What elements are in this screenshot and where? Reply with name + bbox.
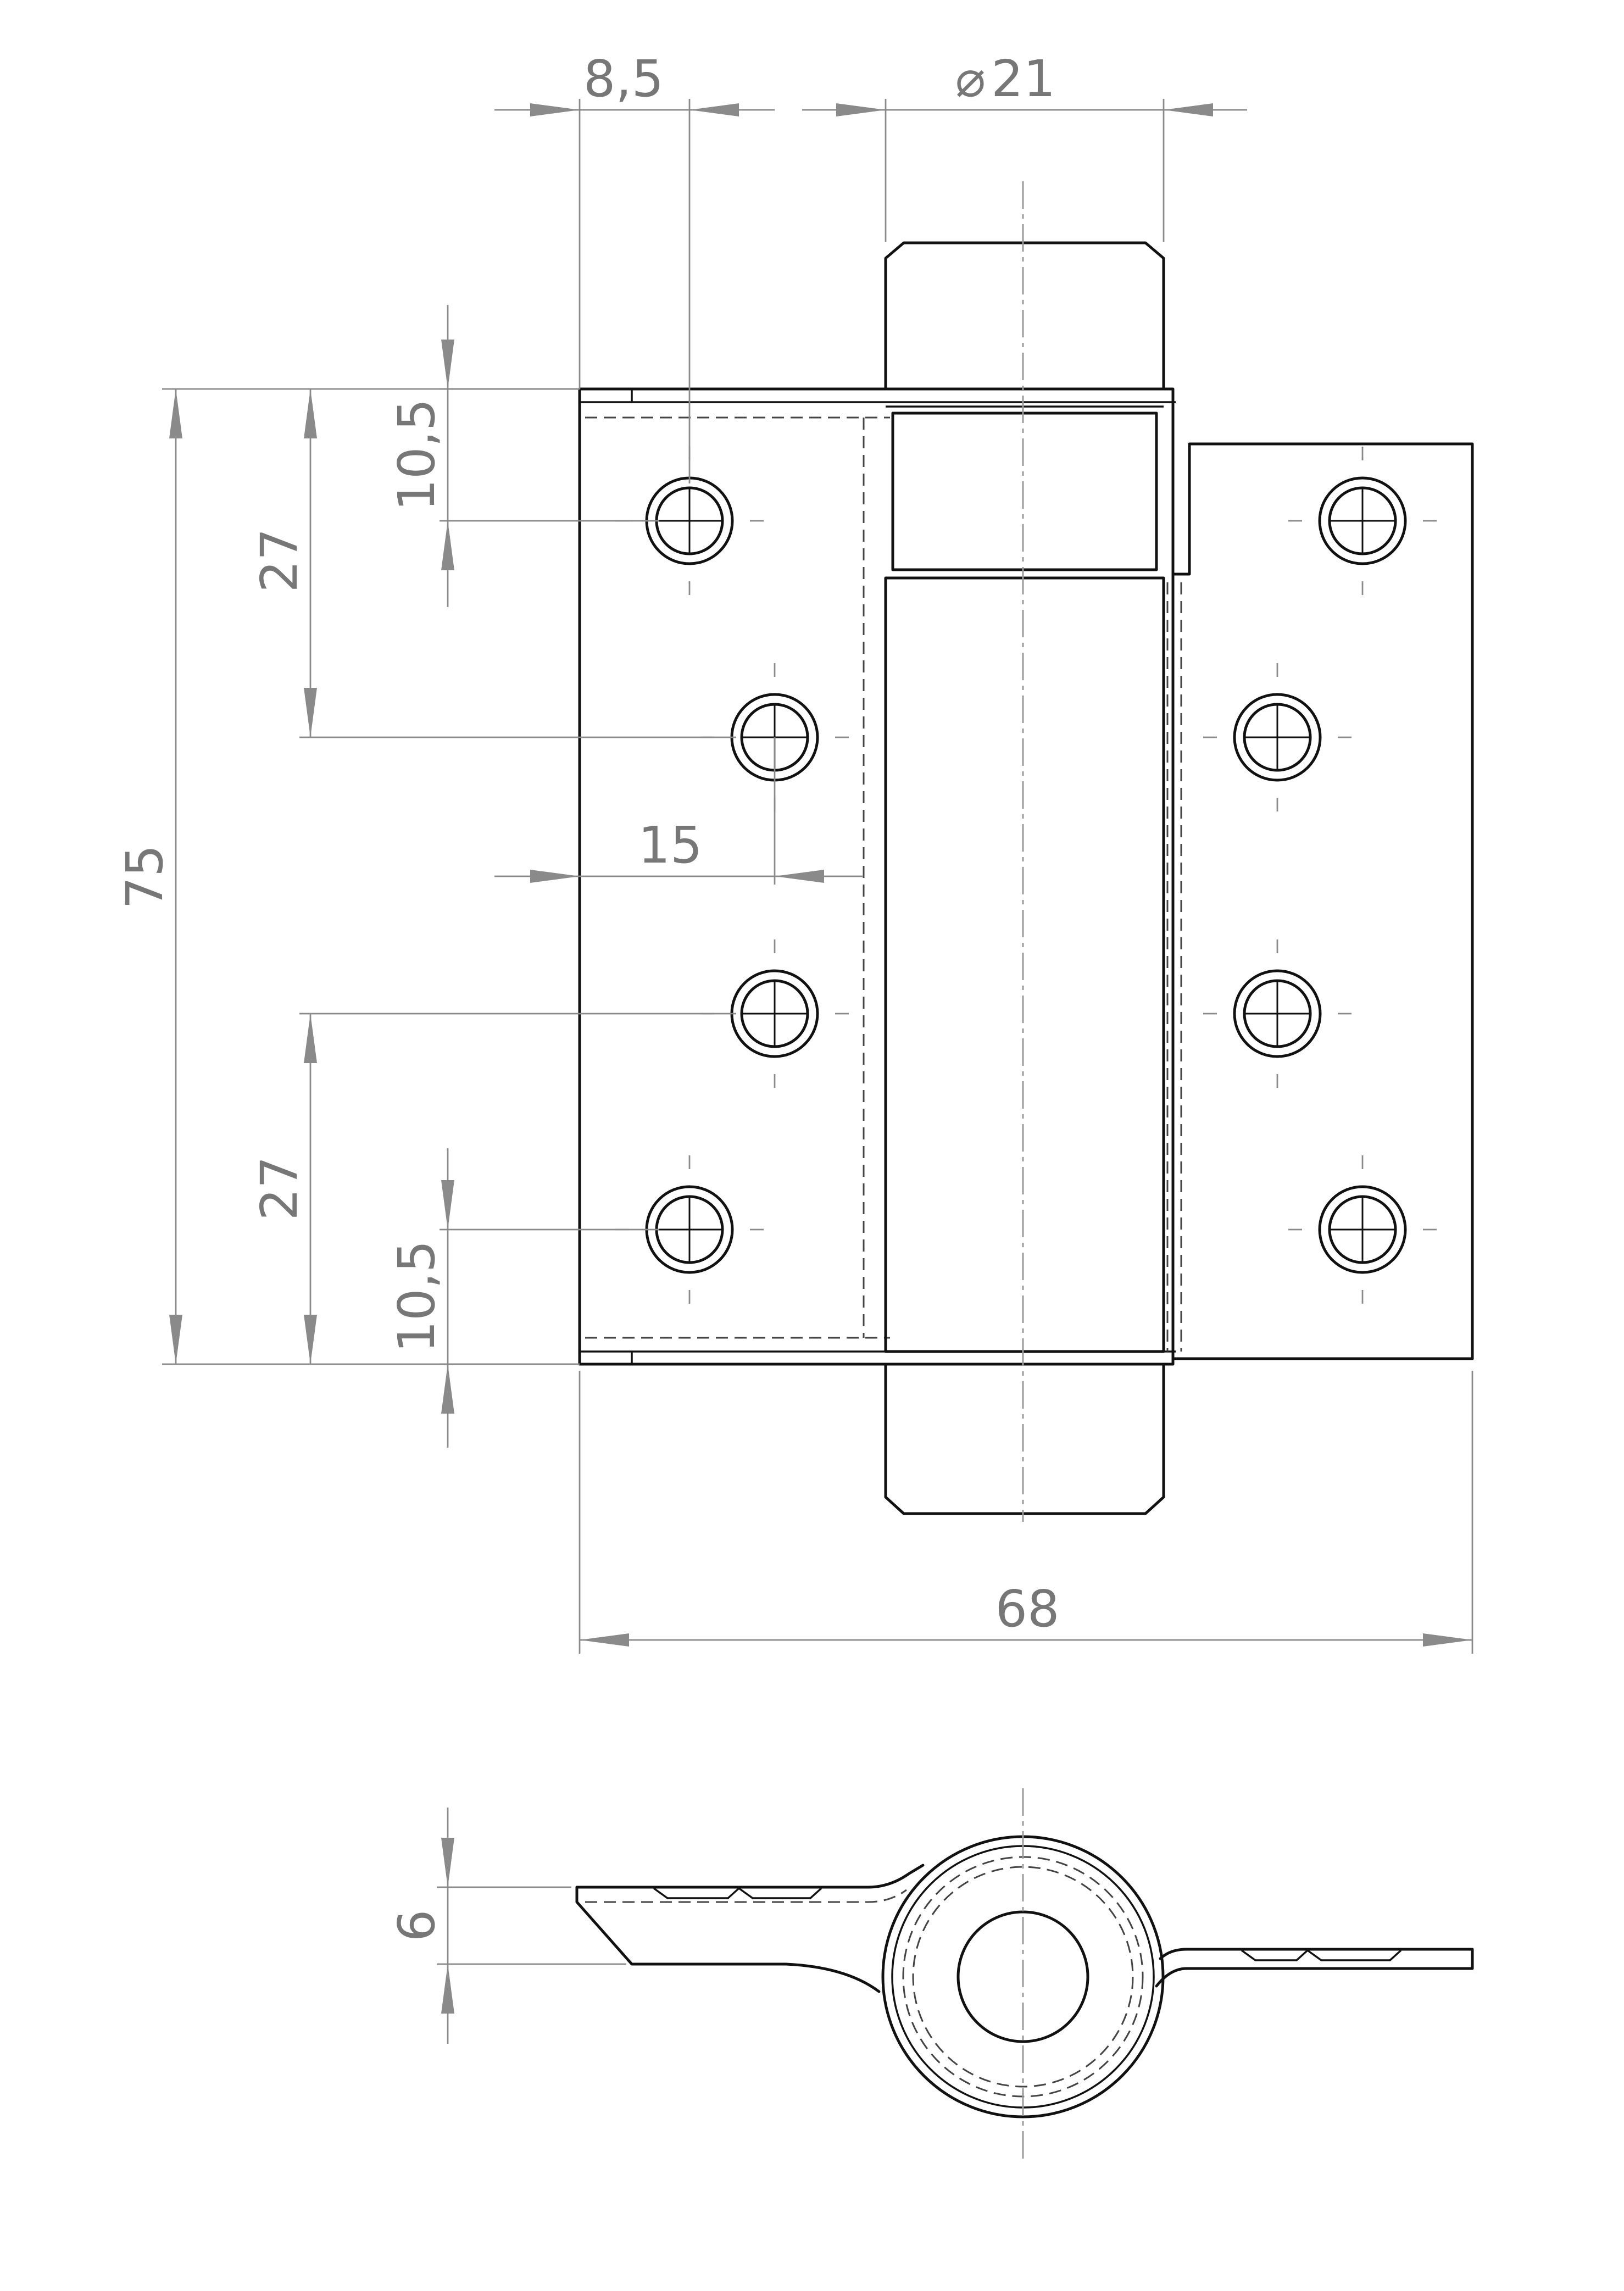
dimension-leaf-height: 75 [115, 388, 580, 1365]
dimension-overall-width: 68 [579, 1371, 1473, 1654]
dimension-top-edge-to-hole: 10,5 [387, 305, 659, 607]
dim-text-6: 6 [387, 1910, 446, 1942]
spring-barrel [884, 181, 1165, 1522]
right-leaf-hole-4 [1288, 1155, 1437, 1304]
dim-text-8-5: 8,5 [583, 49, 664, 108]
right-leaf-hole-3 [1203, 939, 1352, 1088]
dim-text-27-top: 27 [250, 528, 309, 592]
plan-view [575, 1788, 1474, 2159]
diameter-value: 21 [991, 49, 1055, 108]
right-leaf-hole-1 [1288, 447, 1437, 595]
dim-text-27-bottom: 27 [250, 1156, 309, 1220]
dimension-bottom-edge-to-hole: 10,5 [387, 1148, 659, 1448]
dimension-barrel-diameter: ⌀21 [802, 49, 1247, 242]
front-view [578, 181, 1474, 1522]
dimension-hole-pitch-bottom: 27 [250, 1013, 736, 1364]
dim-text-10-5-bottom: 10,5 [387, 1241, 446, 1353]
dimension-leaf-edge-to-second-hole: 15 [494, 737, 863, 885]
dim-text-15: 15 [638, 816, 702, 875]
right-leaf [1166, 442, 1474, 1360]
dim-text-diameter-21: ⌀21 [955, 49, 1055, 108]
dimension-leaf-thickness: 6 [387, 1808, 626, 2044]
right-leaf-hole-2 [1203, 663, 1352, 811]
dimension-leaf-edge-to-hole: 8,5 [494, 49, 775, 483]
dimension-hole-pitch-top: 27 [250, 389, 736, 738]
diameter-symbol: ⌀ [955, 49, 986, 108]
dim-text-75: 75 [115, 844, 174, 909]
dim-text-10-5-top: 10,5 [387, 399, 446, 511]
dim-text-68: 68 [995, 1580, 1059, 1638]
